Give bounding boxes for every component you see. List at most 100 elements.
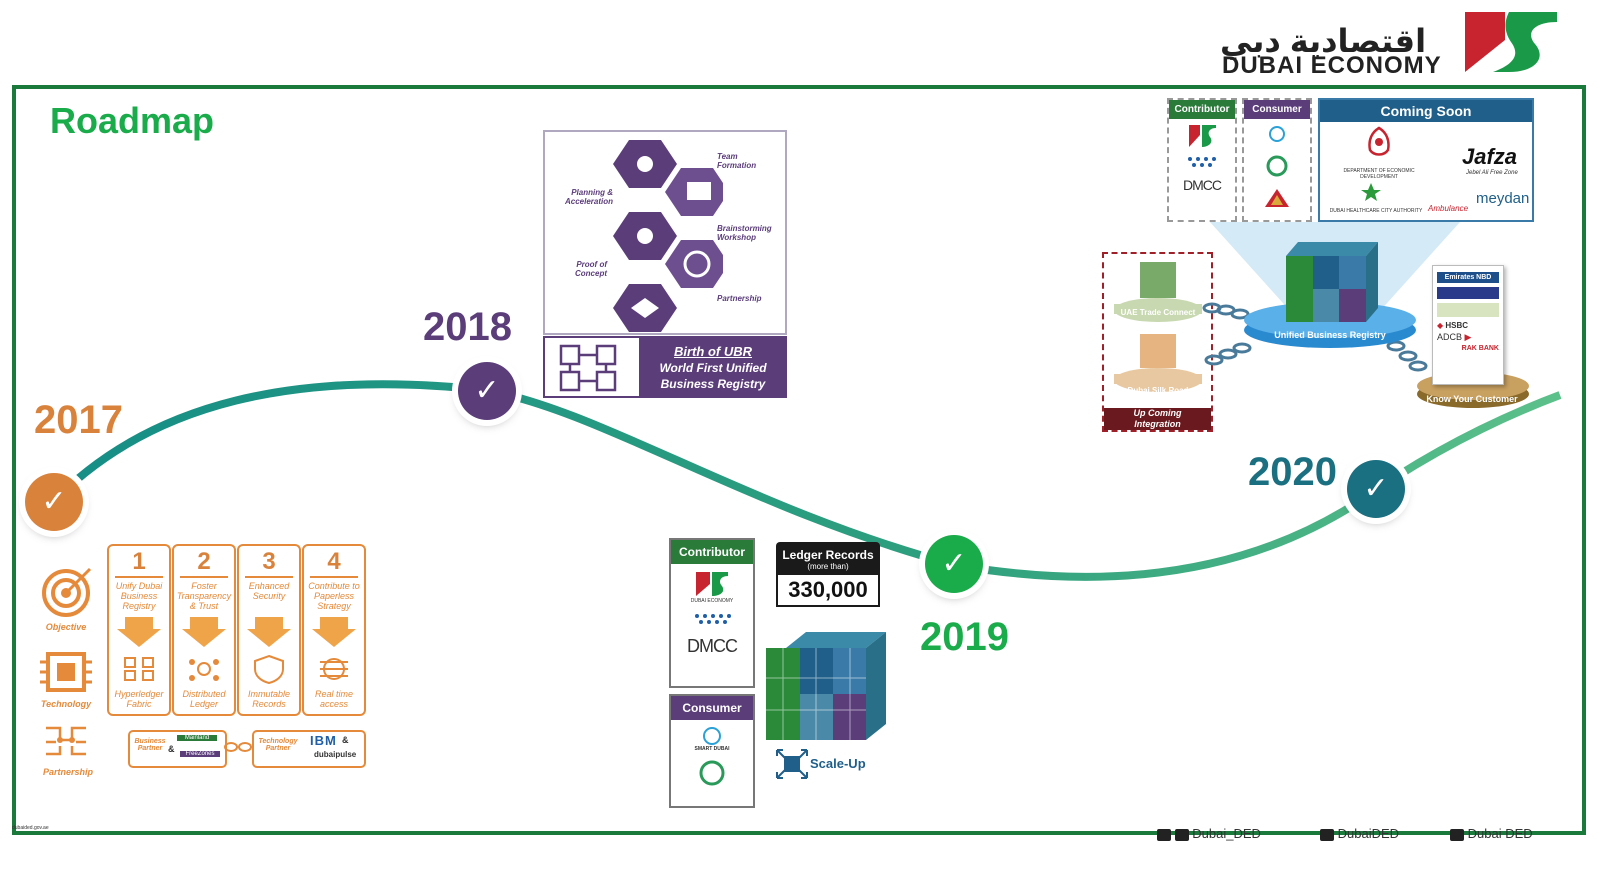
emirates-nbd-logo: Emirates NBD bbox=[1437, 272, 1499, 283]
step-3-technology: Immutable Records bbox=[247, 689, 291, 709]
year-2017-label: 2017 bbox=[34, 398, 123, 442]
hexagon-process-icon bbox=[613, 140, 723, 332]
target-icon bbox=[42, 567, 92, 617]
step-1-fabric-icon bbox=[124, 657, 154, 681]
integration-discs-icon bbox=[1114, 262, 1202, 392]
logo-english-text: DUBAI ECONOMY bbox=[1222, 52, 1442, 79]
2020-smart-dubai-logo-icon bbox=[1269, 126, 1285, 142]
step-4-arrow-icon bbox=[312, 617, 356, 647]
step-3-number: 3 bbox=[245, 548, 293, 578]
footer-social2-text: DubaiDED bbox=[1337, 826, 1400, 841]
unified-business-registry-cube-icon bbox=[1244, 242, 1416, 348]
milestone-2018-check-icon: ✓ bbox=[458, 362, 516, 420]
step-4-realtime-icon bbox=[320, 658, 348, 680]
dubai-economy-logo-icon bbox=[1465, 12, 1557, 72]
scale-up-expand-icon bbox=[776, 749, 808, 779]
step-1-number: 1 bbox=[115, 548, 163, 578]
ledger-records-value: 330,000 bbox=[776, 575, 880, 607]
birth-of-ubr-line3: Business Registry bbox=[660, 377, 766, 391]
footer-social-facebook: DubaiDED bbox=[1320, 826, 1399, 841]
meydan-logo: meydan bbox=[1476, 190, 1530, 207]
jafza-logo: Jafza bbox=[1462, 144, 1518, 169]
upcoming-integration-line2: Integration bbox=[1134, 419, 1181, 429]
step-1-objective: Unify Dubai Business Registry bbox=[115, 581, 163, 611]
adcb-logo: ADCB ▶ bbox=[1437, 332, 1472, 342]
proof-of-concept-label: Proof of Concept bbox=[575, 260, 607, 278]
step-2-objective: Foster Transparency & Trust bbox=[176, 581, 232, 611]
partnership-label: Partnership bbox=[42, 767, 93, 777]
milestone-2020-check-icon: ✓ bbox=[1347, 460, 1405, 518]
chain-link-icon bbox=[224, 742, 252, 752]
2020-silicon-oasis-logo-icon bbox=[1188, 157, 1216, 167]
2019-dubai-economy-small-text: DUBAI ECONOMY bbox=[690, 598, 734, 604]
business-partner-amp: & bbox=[168, 744, 175, 754]
freezones-badge: FreeZones bbox=[180, 751, 220, 757]
milestone-2019-check-icon: ✓ bbox=[925, 535, 983, 593]
ded-label: DEPARTMENT OF ECONOMIC DEVELOPMENT bbox=[1343, 168, 1415, 180]
technology-row-label: Technology bbox=[38, 648, 98, 709]
2019-contributor-card: Contributor DUBAI ECONOMY DMCC bbox=[669, 538, 755, 688]
ledger-records-box: Ledger Records (more than) 330,000 bbox=[776, 542, 880, 620]
ibm-logo: IBM bbox=[310, 733, 337, 748]
technology-partner-label: Technology Partner bbox=[258, 738, 298, 752]
step-1-technology: Hyperledger Fabric bbox=[114, 689, 164, 709]
know-your-customer-label: Know Your Customer bbox=[1426, 394, 1518, 404]
2019-consumer-card: Consumer SMART DUBAI bbox=[669, 694, 755, 808]
banks-document: Emirates NBD ◆ HSBC ADCB ▶ RAK BANK bbox=[1432, 265, 1504, 385]
logo-arabic-text: اقتصادية دبي bbox=[1220, 23, 1427, 59]
2020-dubai-economy-logo-icon bbox=[1189, 125, 1216, 147]
2020-consumer-header: Consumer bbox=[1244, 100, 1310, 119]
dubaipulse-logo: dubaipulse bbox=[314, 750, 357, 759]
footer-social3-text: Dubai DED bbox=[1467, 826, 1533, 841]
birth-of-ubr-banner: Birth of UBR World First Unified Busines… bbox=[543, 336, 787, 398]
step-2-card: 2 Foster Transparency & Trust Distribute… bbox=[172, 544, 236, 716]
technology-partner-box: Technology Partner IBM & dubaipulse bbox=[252, 730, 366, 768]
step-3-objective: Enhanced Security bbox=[248, 581, 290, 601]
scale-up-cube-icon bbox=[766, 632, 886, 740]
roadmap-frame bbox=[12, 85, 1586, 835]
birth-of-ubr-line2: World First Unified bbox=[659, 361, 767, 375]
dubai-silk-road-label: Dubai Silk Road bbox=[1127, 386, 1189, 395]
step-2-number: 2 bbox=[180, 548, 228, 578]
2020-emblem-icon bbox=[1265, 189, 1289, 207]
step-4-card: 4 Contribute to Paperless Strategy Real … bbox=[302, 544, 366, 716]
2020-dmcc-logo: DMCC bbox=[1183, 177, 1222, 193]
rak-bank-logo: RAK BANK bbox=[1461, 345, 1499, 352]
2019-smart-dubai-text: SMART DUBAI bbox=[694, 746, 730, 752]
objective-row-label: Objective bbox=[38, 565, 98, 632]
uae-trade-connect-label: UAE Trade Connect bbox=[1120, 308, 1196, 317]
chain-connectors-icon bbox=[1202, 302, 1428, 372]
smart-dubai-logo-icon bbox=[703, 727, 721, 745]
2018-process-panel: Team Formation Planning & Acceleration B… bbox=[543, 130, 787, 335]
twitter-icon bbox=[1174, 828, 1189, 841]
hsbc-logo: ◆ HSBC bbox=[1437, 321, 1469, 330]
instagram-icon bbox=[1157, 828, 1171, 841]
upcoming-integration-box: UAE Trade Connect Dubai Silk Road Up Com… bbox=[1102, 252, 1213, 432]
silicon-oasis-logo-icon bbox=[695, 614, 731, 624]
year-2018-label: 2018 bbox=[423, 305, 512, 349]
footer-social-instagram-twitter: Dubai_DED bbox=[1157, 826, 1261, 841]
ledger-records-title: Ledger Records bbox=[782, 548, 874, 562]
2019-contributor-header: Contributor bbox=[671, 540, 753, 564]
step-4-technology: Real time access bbox=[314, 689, 353, 709]
2020-consumer-card: Consumer bbox=[1242, 98, 1312, 222]
scale-up-label: Scale-Up bbox=[810, 756, 866, 771]
partnership-stage-label: Partnership bbox=[717, 294, 762, 303]
birth-of-ubr-title: Birth of UBR bbox=[674, 344, 752, 359]
2020-dubai-land-logo-icon bbox=[1266, 155, 1288, 177]
abu-dhabi-falcon-emblem-icon bbox=[1368, 126, 1390, 156]
step-4-objective: Contribute to Paperless Strategy bbox=[308, 581, 360, 611]
objective-label: Objective bbox=[45, 622, 87, 632]
partnership-row-label: Partnership bbox=[38, 722, 102, 777]
2019-dmcc-logo: DMCC bbox=[687, 636, 738, 656]
ledger-records-subtitle: (more than) bbox=[807, 562, 849, 571]
ambulance-logo: Ambulance bbox=[1428, 204, 1469, 213]
blockchain-blocks-icon bbox=[559, 344, 617, 392]
jafza-subtitle: Jebel Ali Free Zone bbox=[1466, 170, 1518, 176]
business-partner-box: Business Partner & Mainland FreeZones bbox=[128, 730, 227, 768]
footer-social1-text: Dubai_DED bbox=[1192, 826, 1261, 841]
circuit-handshake-icon bbox=[46, 726, 86, 756]
dubai-economy-small-logo-icon bbox=[696, 572, 728, 596]
unified-business-registry-label: Unified Business Registry bbox=[1274, 330, 1386, 340]
mainland-badge: Mainland bbox=[177, 735, 217, 741]
